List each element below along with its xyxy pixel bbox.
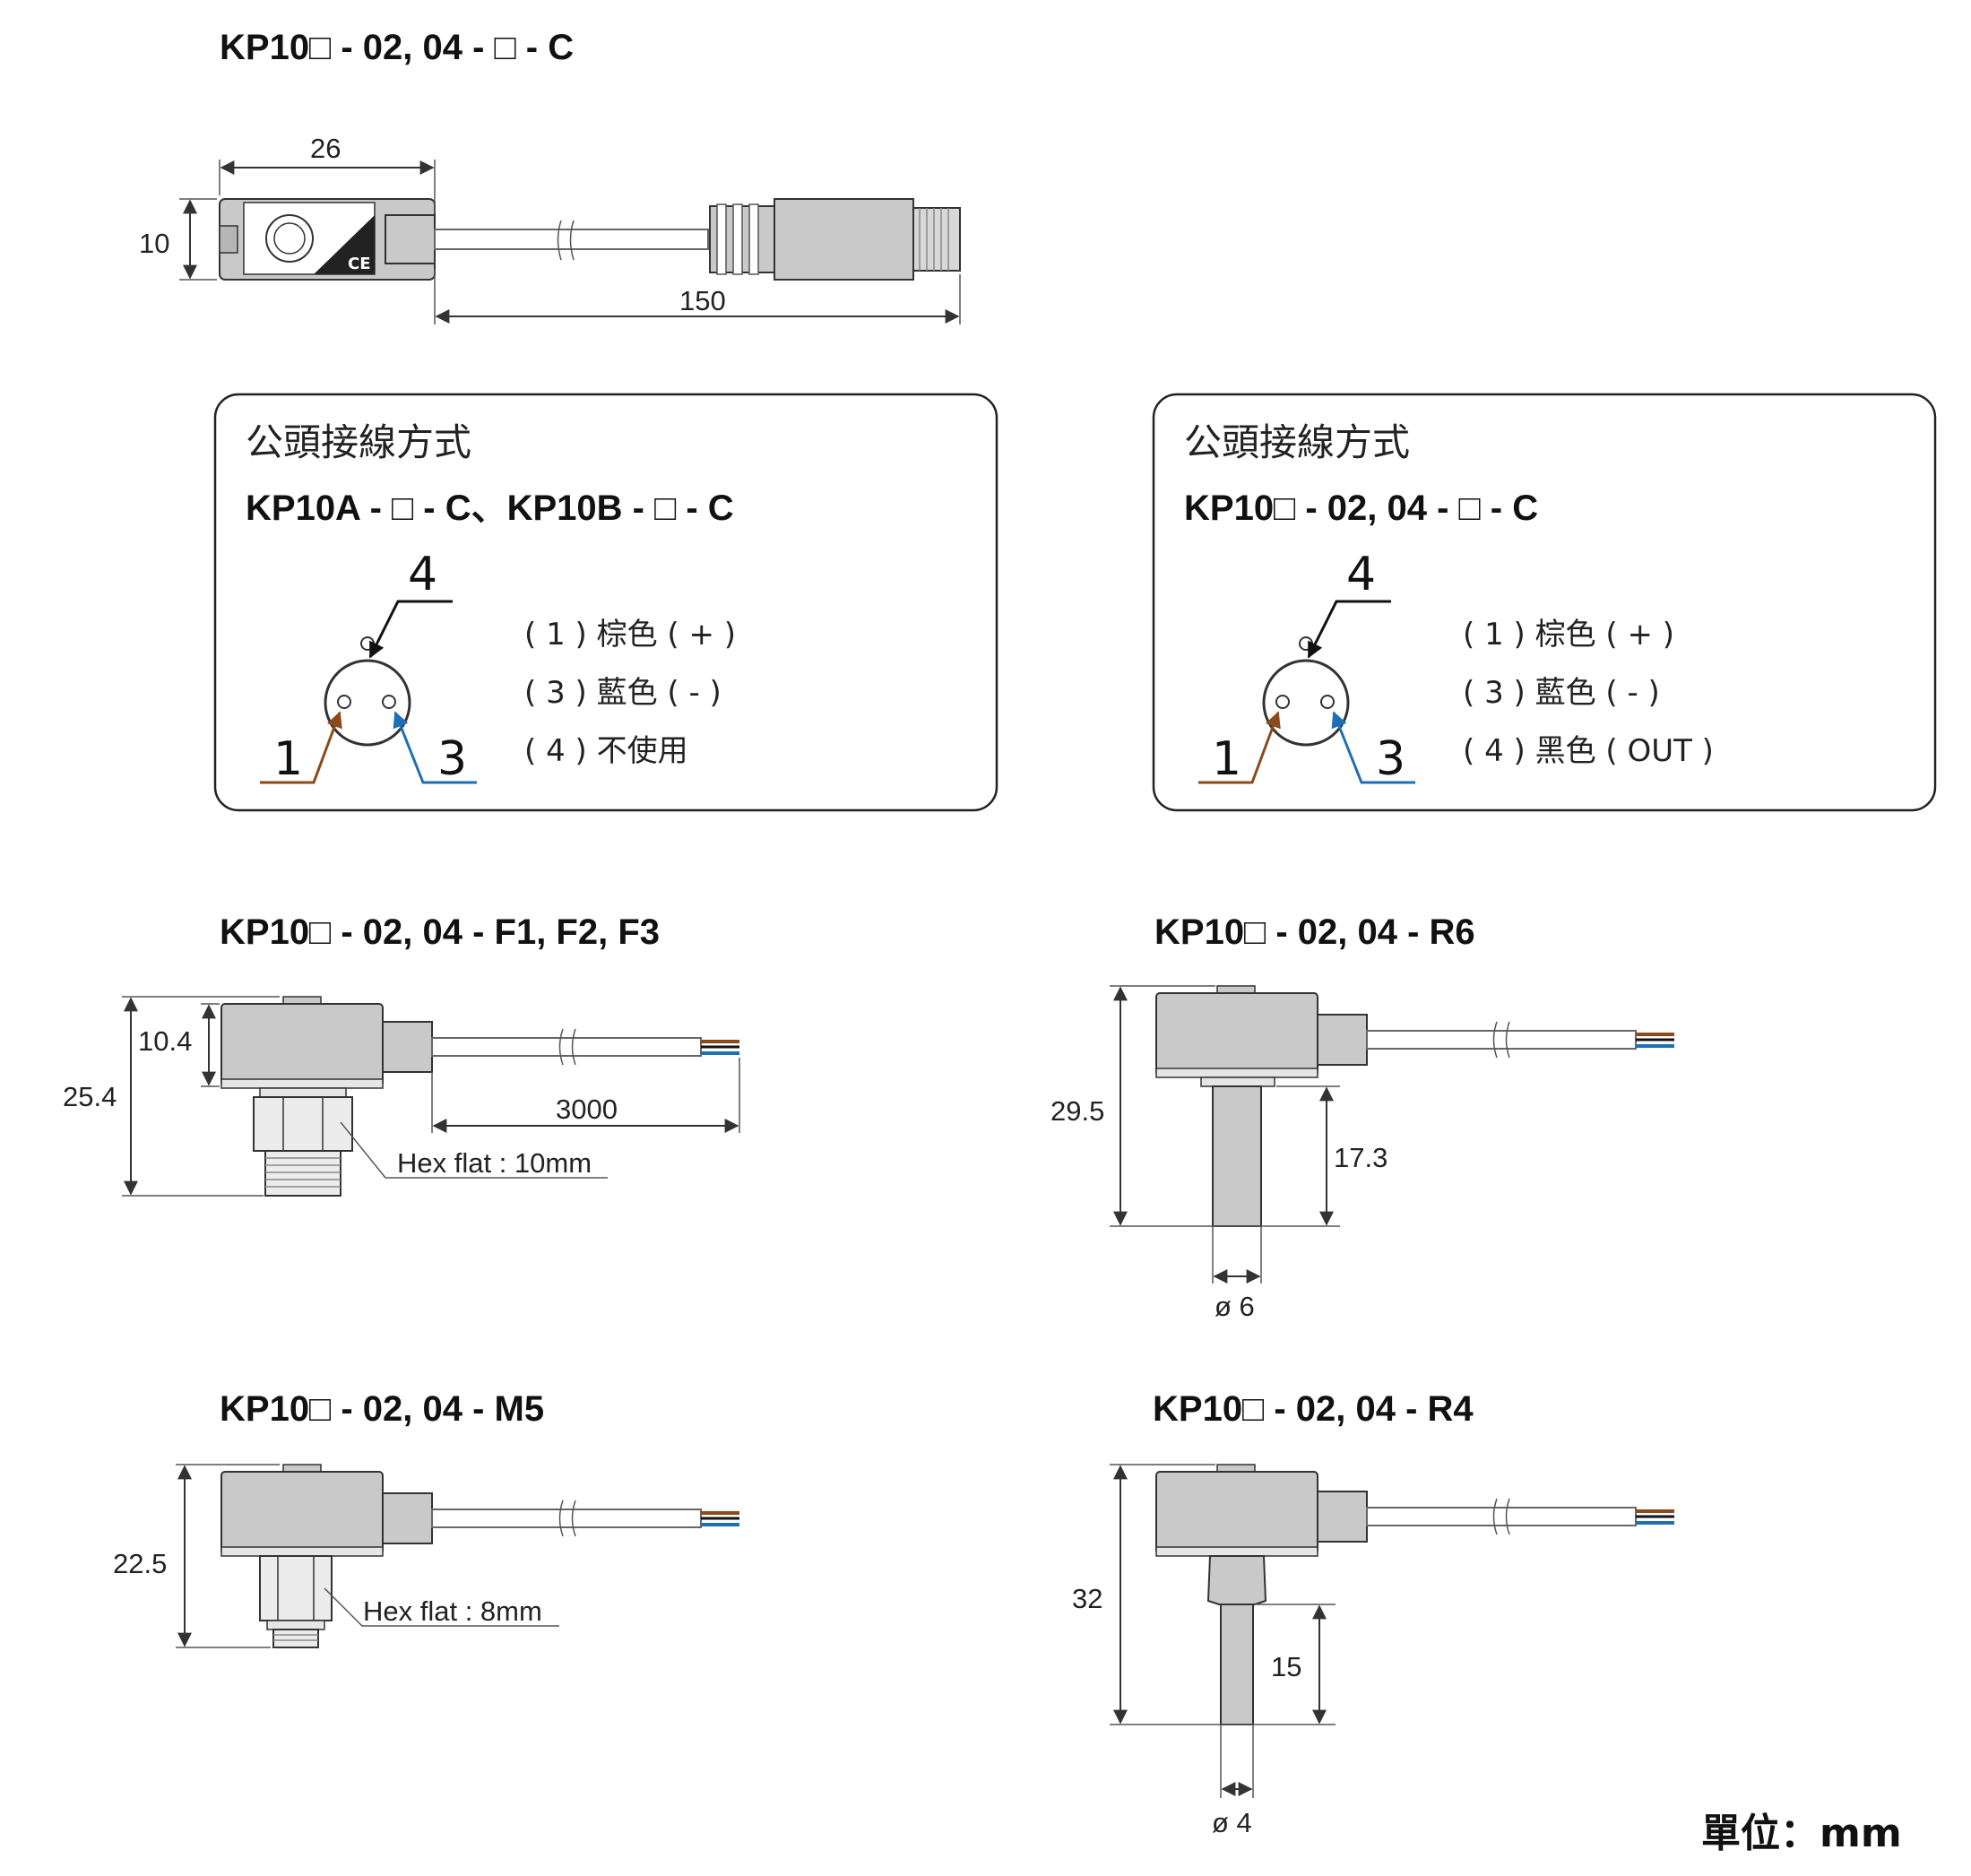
unit-label: 單位：mm xyxy=(1701,1811,1902,1856)
f-sensor-drawing xyxy=(220,996,739,1197)
c-dimensions: 26 10 150 xyxy=(139,133,961,324)
dim-m5-total: 22.5 xyxy=(113,1548,167,1579)
title-r6: KP10□ - 02, 04 - R6 xyxy=(1154,912,1475,952)
dim-f-cable: 3000 xyxy=(556,1094,618,1125)
box-right-wire-3: ( 4 ) 黑色 ( OUT ) xyxy=(1463,733,1714,769)
box-right-wire-1: ( 1 ) 棕色 ( + ) xyxy=(1463,617,1674,653)
m5-sensor-drawing xyxy=(220,1464,739,1648)
box-right-pin4: 4 xyxy=(1346,548,1376,601)
dim-r6-dia: ø 6 xyxy=(1215,1291,1255,1322)
wiring-box-left: 公頭接線方式 KP10A - □ - C、KP10B - □ - C 4 1 3… xyxy=(213,393,998,812)
dim-r6-total: 29.5 xyxy=(1050,1095,1104,1127)
title-m5: KP10□ - 02, 04 - M5 xyxy=(220,1389,544,1429)
box-left-wire-1: ( 1 ) 棕色 ( + ) xyxy=(524,617,736,653)
c-sensor-drawing: CE xyxy=(219,198,961,281)
box-left-heading: 公頭接線方式 xyxy=(246,420,471,464)
f-dimensions: 10.4 25.4 3000 Hex flat : 10mm xyxy=(63,996,740,1197)
dim-r4-dia: ø 4 xyxy=(1212,1807,1252,1838)
title-r4: KP10□ - 02, 04 - R4 xyxy=(1153,1389,1474,1429)
box-right-model: KP10□ - 02, 04 - □ - C xyxy=(1184,488,1538,528)
dim-c-cable: 150 xyxy=(679,285,726,316)
dim-c-height: 10 xyxy=(139,228,169,259)
dim-r4-total: 32 xyxy=(1072,1583,1102,1614)
box-right-heading: 公頭接線方式 xyxy=(1184,420,1410,464)
dim-m5-hex: Hex flat : 8mm xyxy=(363,1595,542,1627)
dim-c-width: 26 xyxy=(310,133,341,164)
dim-r4-stem: 15 xyxy=(1271,1651,1301,1682)
r6-dimensions: 29.5 17.3 ø 6 xyxy=(1050,985,1387,1322)
r4-dimensions: 32 15 ø 4 xyxy=(1072,1464,1336,1838)
m5-dimensions: 22.5 Hex flat : 8mm xyxy=(113,1464,559,1648)
box-left-wire-3: ( 4 ) 不使用 xyxy=(524,733,688,769)
connector-face-icon xyxy=(324,659,411,747)
ce-mark-icon: CE xyxy=(348,255,371,273)
box-right-pin3: 3 xyxy=(1376,732,1405,786)
title-c-connector: KP10□ - 02, 04 - □ - C xyxy=(220,28,574,67)
title-f-series: KP10□ - 02, 04 - F1, F2, F3 xyxy=(220,912,660,952)
box-left-pin1: 1 xyxy=(273,732,303,786)
dim-f-top: 10.4 xyxy=(138,1025,192,1057)
r6-sensor-drawing xyxy=(1155,985,1674,1227)
dim-r6-stem: 17.3 xyxy=(1334,1142,1387,1173)
box-left-pin3: 3 xyxy=(437,732,467,786)
box-left-model: KP10A - □ - C、KP10B - □ - C xyxy=(246,488,734,528)
dim-f-hex: Hex flat : 10mm xyxy=(397,1147,592,1179)
wiring-box-right: 公頭接線方式 KP10□ - 02, 04 - □ - C 4 1 3 ( 1 … xyxy=(1152,393,1937,812)
connector-face-icon xyxy=(1262,659,1350,747)
box-right-pin1: 1 xyxy=(1212,732,1241,786)
r4-sensor-drawing xyxy=(1155,1464,1674,1725)
box-left-pin4: 4 xyxy=(408,548,437,601)
box-right-wire-2: ( 3 ) 藍色 ( - ) xyxy=(1463,675,1660,711)
dim-f-total: 25.4 xyxy=(63,1081,117,1112)
box-left-wire-2: ( 3 ) 藍色 ( - ) xyxy=(524,675,722,711)
adjust-dial-icon xyxy=(265,214,314,263)
